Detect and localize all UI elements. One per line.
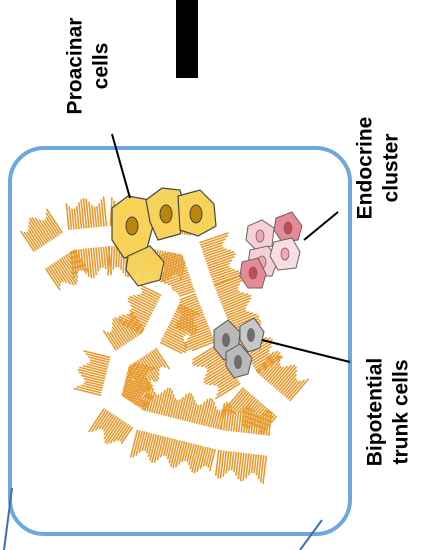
epithelium-strand bbox=[74, 209, 76, 229]
epithelium-strand bbox=[92, 206, 94, 228]
epithelium-strand bbox=[96, 247, 98, 270]
bipotential-label-line2: trunk cells bbox=[390, 359, 413, 464]
epithelium-strand bbox=[256, 416, 258, 434]
epithelium-strand bbox=[232, 452, 234, 470]
endocrine-label-line2: cluster bbox=[380, 134, 403, 203]
proacinar-leader-line bbox=[112, 134, 130, 198]
epithelium-strand bbox=[234, 413, 236, 431]
epithelium-strand bbox=[140, 285, 161, 296]
epithelium-strand bbox=[231, 411, 233, 431]
endocrine-cell bbox=[246, 220, 274, 250]
epithelium-strand bbox=[254, 454, 256, 472]
epithelium-strand bbox=[113, 246, 114, 269]
epithelium-strand bbox=[95, 207, 97, 227]
endocrine-leader-line bbox=[304, 212, 338, 240]
proacinar-label: Proacinar cells bbox=[64, 18, 113, 115]
arrow-shaft-icon bbox=[176, 0, 198, 78]
epithelium-strand bbox=[229, 451, 231, 470]
epithelium-strand bbox=[72, 209, 74, 229]
bipotential-label: Bipotential trunk cells bbox=[364, 358, 413, 467]
epithelium-strand bbox=[101, 247, 103, 267]
epithelium-strand bbox=[97, 207, 99, 227]
proacinar-label-line2: cells bbox=[90, 43, 113, 90]
endocrine-cell bbox=[274, 212, 302, 242]
epithelium-strand bbox=[69, 207, 71, 230]
endocrine-cluster bbox=[240, 212, 302, 288]
epithelium-strand bbox=[239, 412, 241, 433]
epithelium-strand bbox=[116, 246, 117, 266]
epithelium-strand bbox=[252, 454, 254, 472]
epithelium-strand bbox=[111, 246, 112, 272]
epithelium-strand bbox=[236, 414, 238, 432]
proacinar-cell bbox=[178, 190, 216, 236]
endocrine-label: Endocrine cluster bbox=[354, 117, 403, 220]
epithelium-strand bbox=[256, 455, 258, 475]
epithelium-strand bbox=[205, 356, 223, 367]
epithelium-strand bbox=[103, 247, 105, 269]
epithelium-strand bbox=[77, 207, 79, 229]
proacinar-label-line1: Proacinar bbox=[64, 18, 87, 115]
bipotential-label-line1: Bipotential bbox=[364, 358, 387, 467]
epithelium-strand bbox=[98, 247, 100, 268]
endocrine-label-line1: Endocrine bbox=[354, 117, 377, 220]
epithelium-strand bbox=[99, 204, 101, 227]
epithelium-strand bbox=[234, 452, 236, 471]
